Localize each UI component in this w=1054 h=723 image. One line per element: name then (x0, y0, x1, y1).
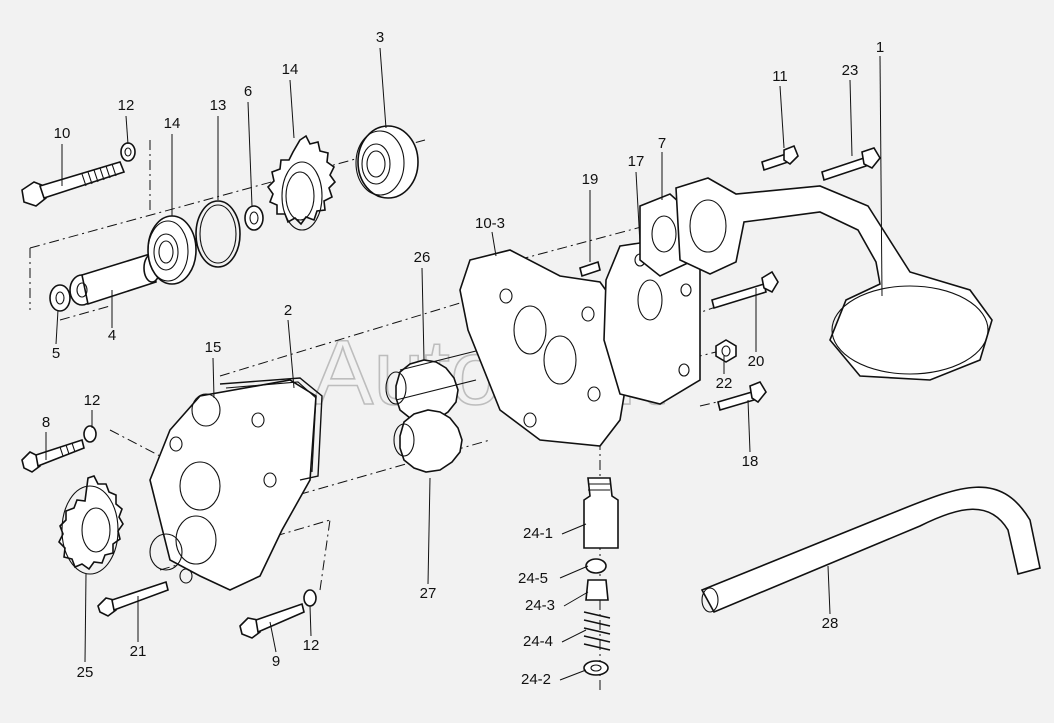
bolt-10 (21, 161, 126, 207)
callout-c12a: 12 (118, 97, 135, 114)
bearing-3 (355, 125, 419, 199)
gear-26 (385, 349, 481, 423)
callout-c24-2: 24-2 (521, 671, 551, 688)
washer-12-top (120, 142, 136, 162)
callout-c6: 6 (244, 83, 252, 100)
callout-c18: 18 (742, 453, 759, 470)
washer-5 (49, 284, 71, 312)
callout-c4: 4 (108, 327, 116, 344)
callout-c24-1: 24-1 (523, 525, 553, 542)
callout-c27: 27 (420, 585, 437, 602)
housing-15 (149, 379, 317, 591)
callout-c9: 9 (272, 653, 280, 670)
gear-25 (58, 475, 124, 575)
callout-c25: 25 (77, 664, 94, 681)
callout-c19: 19 (582, 171, 599, 188)
callout-c17: 17 (628, 153, 645, 170)
callout-c1: 1 (876, 39, 884, 56)
snap-ring-13 (195, 200, 241, 268)
callout-c3: 3 (376, 29, 384, 46)
callout-c26: 26 (414, 249, 431, 266)
callout-c12b: 12 (84, 392, 101, 409)
callout-c10: 10 (54, 125, 71, 142)
hose-28 (700, 486, 1041, 614)
callout-c14a: 14 (164, 115, 181, 132)
callout-c12c: 12 (303, 637, 320, 654)
spring-24-4 (583, 611, 611, 651)
leader-lines (45, 47, 883, 681)
callout-c22: 22 (716, 375, 733, 392)
valve-24-1 (583, 477, 619, 549)
callout-c21: 21 (130, 643, 147, 660)
callout-c14b: 14 (282, 61, 299, 78)
shaft-4 (69, 252, 161, 306)
bolt-21 (97, 580, 169, 617)
plate-17 (603, 239, 701, 405)
pin-19 (579, 260, 601, 278)
bolt-9 (239, 602, 305, 639)
pump-body-10-3 (459, 249, 631, 447)
washer-12-mid (83, 425, 97, 443)
bolt-18 (717, 381, 767, 412)
bolt-8 (21, 438, 85, 473)
suction-pipe-1 (675, 177, 993, 381)
callout-c24-5: 24-5 (518, 570, 548, 587)
bolt-11 (761, 144, 799, 172)
callout-c8: 8 (42, 414, 50, 431)
gear-27 (393, 409, 463, 473)
callout-c20: 20 (748, 353, 765, 370)
callout-c2: 2 (284, 302, 292, 319)
nut-22 (715, 339, 737, 363)
bolt-20 (711, 270, 779, 310)
washer-12-bottom (303, 589, 317, 607)
callout-c13: 13 (210, 97, 227, 114)
callout-c11: 11 (772, 68, 788, 85)
washer-24-2 (583, 660, 609, 676)
callout-c28: 28 (822, 615, 839, 632)
callout-c10-3: 10-3 (475, 215, 505, 232)
ring-24-5 (585, 558, 607, 574)
bolt-23 (821, 147, 881, 182)
gasket-2 (219, 377, 323, 481)
callout-c5: 5 (52, 345, 60, 362)
callout-c15: 15 (205, 339, 222, 356)
bearing-14-left (147, 215, 197, 285)
callout-c24-3: 24-3 (525, 597, 555, 614)
callout-c24-4: 24-4 (523, 633, 553, 650)
callout-c7: 7 (658, 135, 666, 152)
washer-6 (244, 205, 264, 231)
valve-24-3 (585, 579, 609, 601)
gear-14-top (266, 134, 337, 231)
callout-c23: 23 (842, 62, 859, 79)
callout-labels: 1234567891010-31112121213141415171819202… (42, 29, 884, 688)
